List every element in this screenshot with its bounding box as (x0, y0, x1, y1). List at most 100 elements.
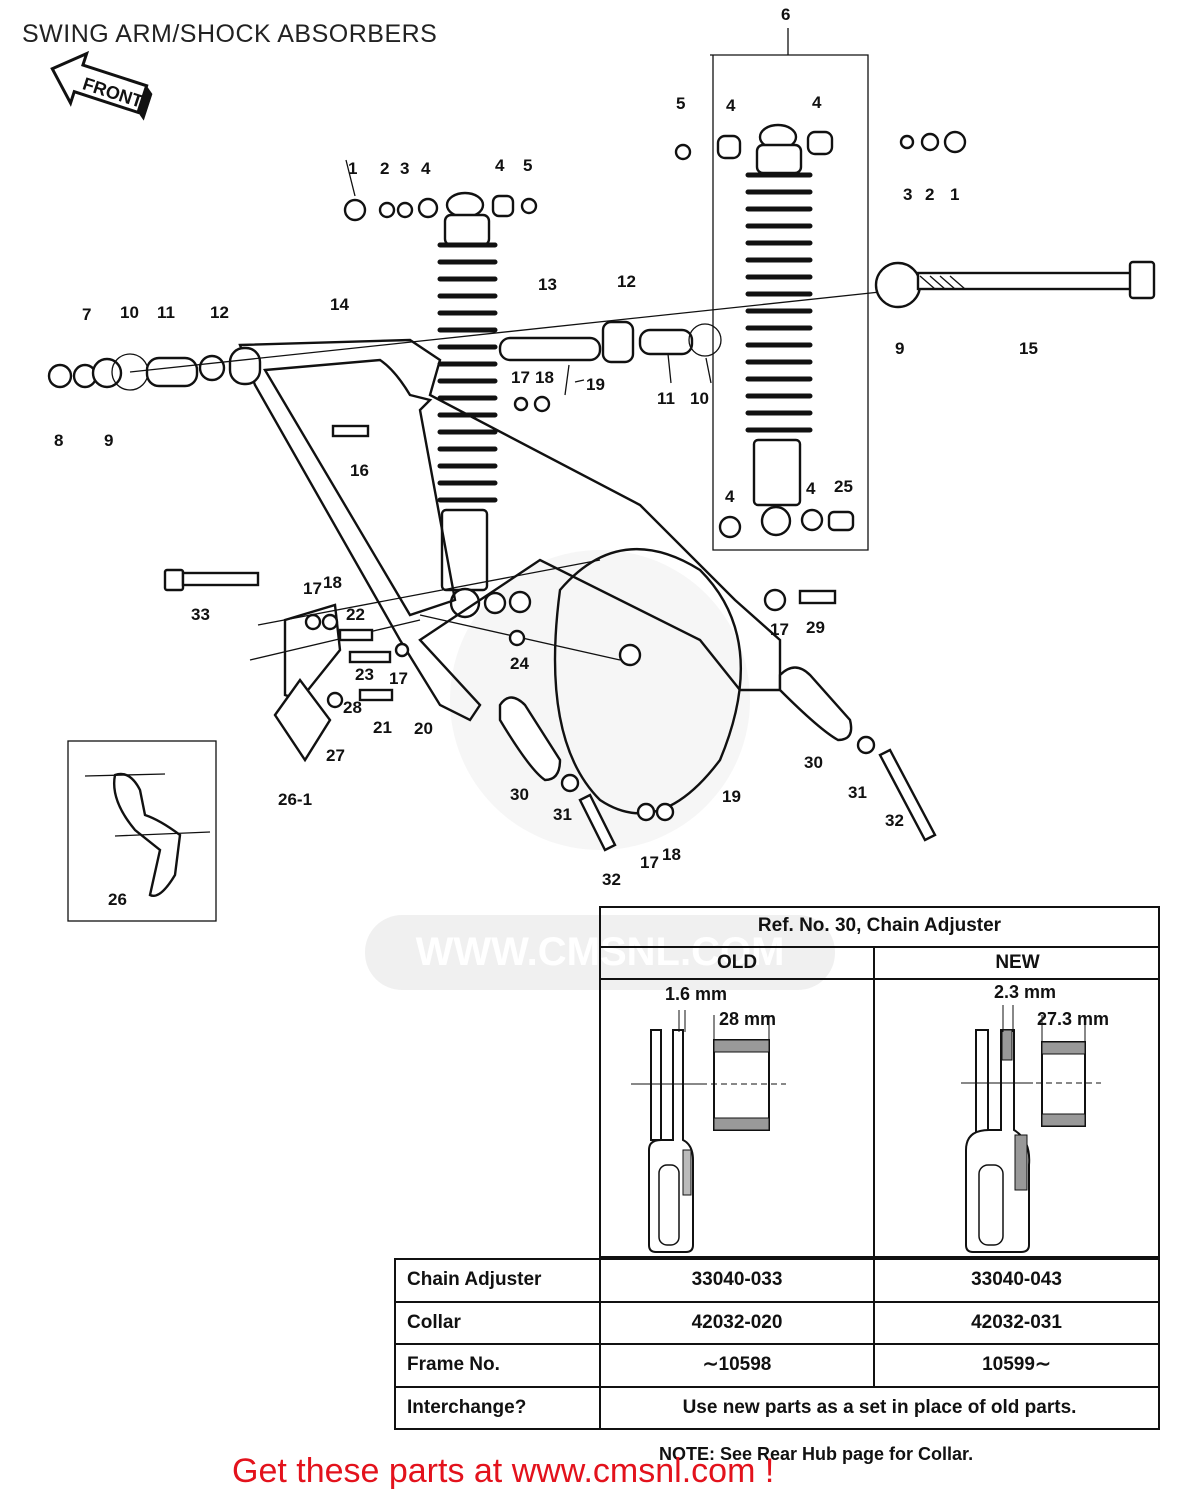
callout: 15 (1019, 339, 1038, 358)
callout: 6 (781, 5, 790, 24)
callout: 16 (350, 461, 369, 480)
callout: 19 (586, 375, 605, 394)
left-shock-absorber (437, 191, 498, 619)
old-collar-dimension: 28 mm (719, 1009, 777, 1029)
table-row: Frame No. ∼10598 10599∼ (396, 1343, 1158, 1386)
callout: 24 (510, 654, 529, 673)
callout: 10 (690, 389, 709, 408)
callout: 3 (903, 185, 912, 204)
callout: 22 (346, 605, 365, 624)
callout: 4 (725, 487, 735, 506)
callout: 28 (343, 698, 362, 717)
column-new: NEW (875, 946, 1160, 980)
spec-table-rows: Chain Adjuster 33040-033 33040-043 Colla… (394, 1258, 1160, 1430)
callout: 27 (326, 746, 345, 765)
callout: 4 (726, 96, 736, 115)
table-row: Collar 42032-020 42032-031 (396, 1300, 1158, 1343)
callout: 32 (602, 870, 621, 889)
callout: 4 (812, 93, 822, 112)
callout: 32 (885, 811, 904, 830)
callout: 18 (662, 845, 681, 864)
callout-labels: 1 2 3 4 4 5 6 5 4 4 3 2 1 7 10 11 12 14 … (54, 5, 1038, 909)
row-old-value: 33040-033 (601, 1260, 875, 1301)
callout: 17 (770, 620, 789, 639)
callout: 17 (511, 368, 530, 387)
callout: 11 (657, 389, 675, 408)
new-adjuster-drawing (961, 1005, 1101, 1253)
table-row: Interchange? Use new parts as a set in p… (396, 1385, 1158, 1428)
callout: 31 (848, 783, 867, 802)
small-hardware (304, 130, 967, 709)
right-shock-absorber (745, 123, 813, 537)
callout: 14 (330, 295, 349, 314)
callout: 17 (303, 579, 322, 598)
callout: 12 (617, 272, 636, 291)
right-shock-group-bracket (710, 28, 869, 551)
long-bolt (874, 260, 1156, 309)
front-arrow-icon: FRONT (50, 50, 153, 121)
callout: 25 (834, 477, 853, 496)
callout: 11 (157, 303, 175, 322)
column-divider (873, 980, 875, 1258)
swing-arm (228, 338, 782, 722)
row-new-value: 10599∼ (982, 1354, 1051, 1375)
callout: 20 (414, 719, 433, 738)
watermark-logo: WWW.CMSNL.COM (365, 550, 835, 990)
callout: 33 (191, 605, 210, 624)
new-thickness-dimension: 2.3 mm (994, 982, 1057, 1002)
callout: 18 (535, 368, 554, 387)
brake-stay-bracket (249, 559, 601, 763)
interchange-label: Interchange? (396, 1387, 601, 1428)
callout: 4 (495, 156, 505, 175)
page-title: SWING ARM/SHOCK ABSORBERS (22, 20, 438, 48)
callout: 7 (82, 305, 91, 324)
callout: 4 (806, 479, 816, 498)
callout: 21 (373, 718, 392, 737)
callout: 26-1 (278, 790, 312, 809)
row-label: Frame No. (396, 1345, 601, 1386)
promo-link[interactable]: Get these parts at www.cmsnl.com ! (232, 1452, 775, 1490)
table-row: Chain Adjuster 33040-033 33040-043 (396, 1258, 1158, 1301)
interchange-value: Use new parts as a set in place of old p… (682, 1396, 1077, 1418)
callout: 17 (389, 669, 408, 688)
callout: 10 (120, 303, 139, 322)
row-old-value: ∼10598 (601, 1345, 875, 1386)
callout: 1 (348, 159, 357, 178)
inset-part-26 (67, 740, 217, 922)
leader-lines (345, 159, 712, 396)
adjuster-drawings (631, 1005, 1101, 1253)
callout: 23 (355, 665, 374, 684)
pivot-assembly (47, 291, 881, 391)
column-old: OLD (601, 946, 875, 980)
callout: 5 (523, 156, 532, 175)
callout: 2 (925, 185, 934, 204)
row-new-value: 42032-031 (971, 1311, 1062, 1333)
callout: 17 (640, 853, 659, 872)
row-new-value: 33040-043 (971, 1269, 1062, 1290)
callout: 13 (538, 275, 557, 294)
chain-adjusters (163, 568, 937, 852)
callout: 30 (804, 753, 823, 772)
old-adjuster-drawing (631, 1010, 786, 1253)
callout: 29 (806, 618, 825, 637)
callout: 8 (54, 431, 63, 450)
callout: 2 (380, 159, 389, 178)
spec-table-header: Ref. No. 30, Chain Adjuster OLD NEW 1.6 … (599, 906, 1160, 1258)
new-collar-dimension: 27.3 mm (1037, 1009, 1110, 1029)
rear-sprocket-disk (553, 547, 742, 815)
old-thickness-dimension: 1.6 mm (665, 984, 728, 1004)
callout: 9 (104, 431, 113, 450)
callout: 30 (510, 785, 529, 804)
callout: 31 (553, 805, 572, 824)
row-label: Collar (396, 1302, 601, 1343)
row-old-value: 42032-020 (601, 1302, 875, 1343)
callout: 9 (895, 339, 904, 358)
callout: 26 (108, 890, 127, 909)
callout: 5 (676, 94, 685, 113)
callout: 18 (323, 573, 342, 592)
callout: 12 (210, 303, 229, 322)
row-label: Chain Adjuster (396, 1260, 601, 1301)
callout: 4 (421, 159, 431, 178)
spec-table-title: Ref. No. 30, Chain Adjuster (601, 908, 1158, 948)
